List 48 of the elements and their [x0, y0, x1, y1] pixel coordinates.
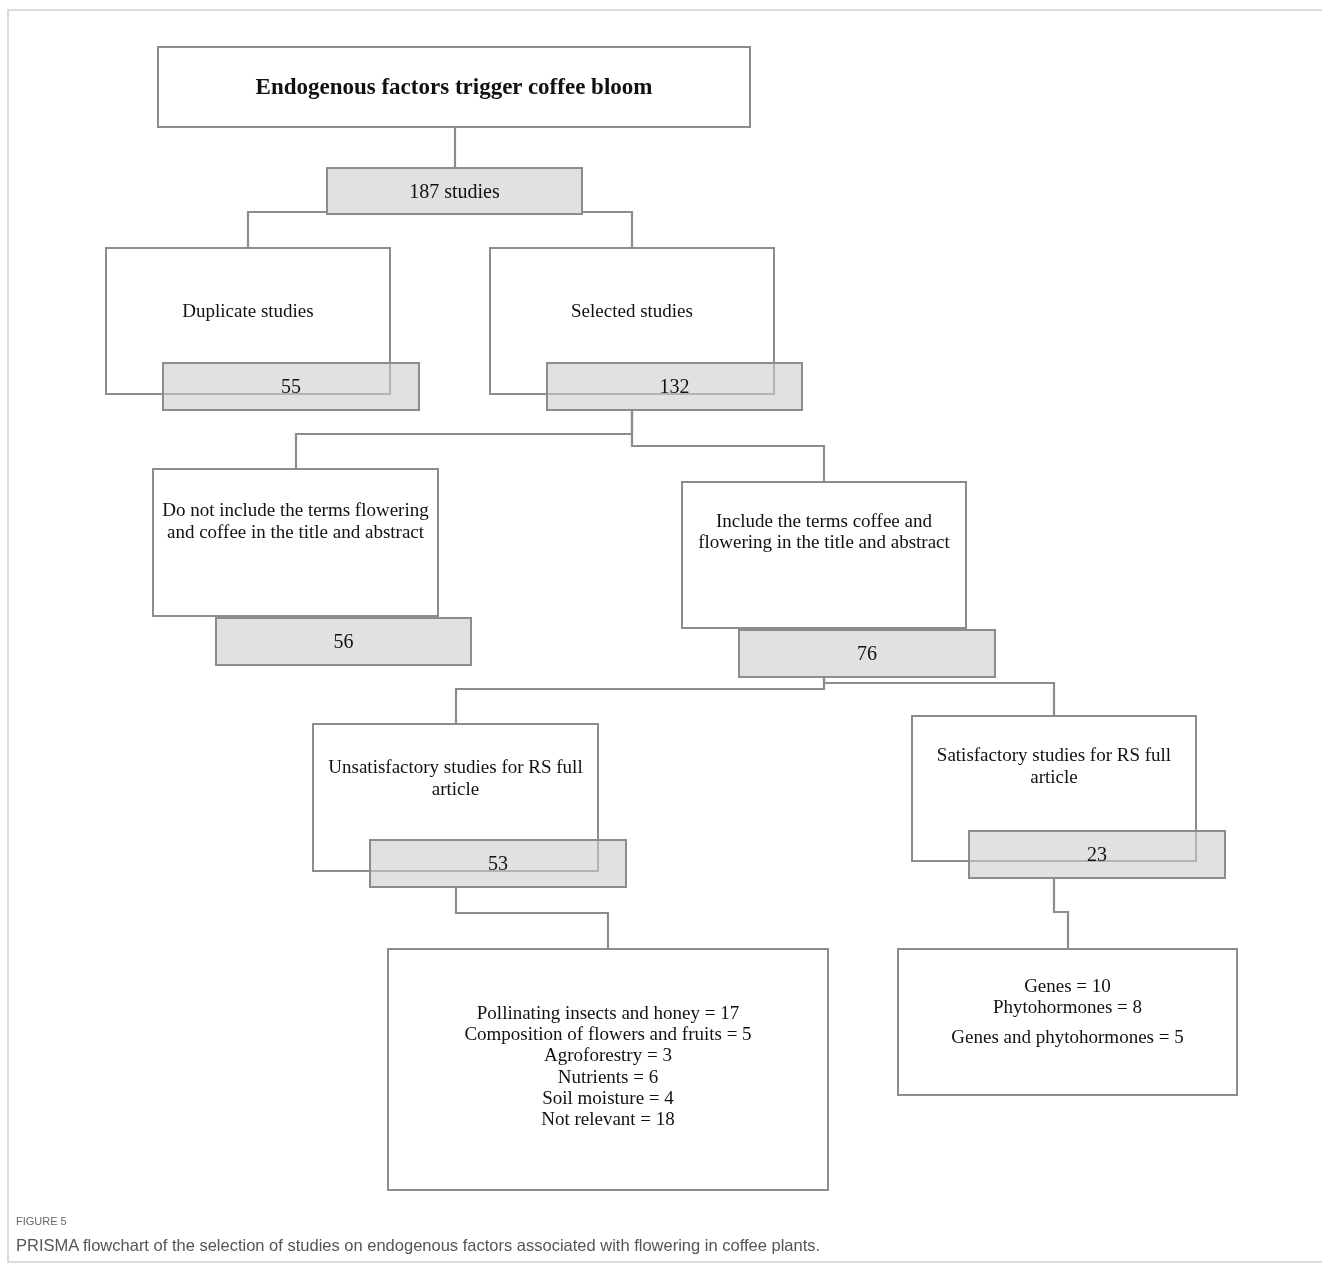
- count-box: [326, 167, 583, 215]
- box-text: Satisfactory studies for RS full article: [935, 744, 1173, 787]
- count-box: [162, 362, 420, 411]
- connector-line: [630, 411, 826, 481]
- process-box: [681, 481, 967, 629]
- box-text: Pollinating insects and honey = 17: [476, 1001, 740, 1023]
- box-text: Include the terms coffee and flowering in the title and abstract: [697, 509, 951, 553]
- process-box: [387, 948, 829, 1191]
- caption: PRISMA flowchart of the selection of studies on endogenous factors associated with flowering in coffee plants.: [16, 1236, 821, 1255]
- box-text: 76: [857, 642, 877, 665]
- title-box: [157, 46, 751, 128]
- box-text: Phytohormones = 8: [993, 996, 1142, 1018]
- process-box: [489, 247, 775, 395]
- process-box: [152, 468, 439, 617]
- box-text: 187 studies: [409, 179, 500, 203]
- count-box: [738, 629, 996, 678]
- connector-line: [822, 678, 1056, 715]
- box-text: 53: [488, 852, 508, 875]
- box-text: Agroforestry = 3: [544, 1044, 672, 1066]
- box-text: Do not include the terms flowering and coffee in the title and abstract: [161, 499, 430, 542]
- process-box: [312, 723, 599, 872]
- box-text: 132: [659, 375, 690, 398]
- box-text: Genes = 10: [1024, 975, 1111, 997]
- box-text: 23: [1087, 843, 1107, 866]
- connector-line: [246, 210, 326, 247]
- connector-line: [1052, 879, 1070, 948]
- count-box: [968, 830, 1226, 879]
- process-box: [105, 247, 391, 395]
- box-text: Nutrients = 6: [557, 1065, 659, 1087]
- count-box: [369, 839, 627, 888]
- box-text: Endogenous factors trigger coffee bloom: [255, 74, 653, 100]
- box-text: Not relevant = 18: [541, 1108, 675, 1130]
- box-text: Soil moisture = 4: [542, 1086, 674, 1109]
- box-text: 56: [333, 630, 354, 653]
- connector-line: [583, 210, 634, 247]
- connector-line: [454, 888, 610, 948]
- box-text: 55: [281, 375, 301, 398]
- box-text: Selected studies: [571, 300, 693, 322]
- box-text: Duplicate studies: [182, 300, 314, 322]
- process-box: [911, 715, 1197, 862]
- box-text: Genes and phytohormones = 5: [951, 1025, 1184, 1047]
- process-box: [897, 948, 1238, 1096]
- box-text: Composition of flowers and fruits = 5: [464, 1022, 752, 1045]
- connector-line: [453, 128, 457, 167]
- count-box: [215, 617, 472, 666]
- figure-label: FIGURE 5: [16, 1215, 67, 1227]
- box-text: Unsatisfactory studies for RS full article: [327, 756, 584, 799]
- count-box: [546, 362, 803, 411]
